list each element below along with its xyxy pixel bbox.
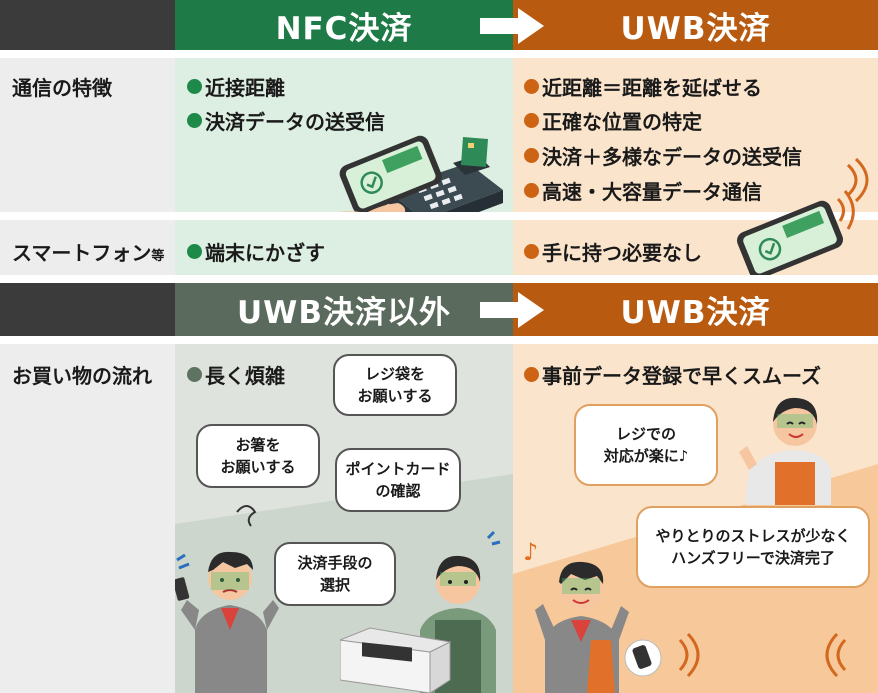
nfc-phone-item: 端末にかざす	[187, 237, 325, 266]
bullet-dot	[187, 113, 202, 128]
svg-text:♪: ♪	[523, 538, 538, 566]
confused-customer-illustration	[175, 505, 279, 693]
header-corner-top	[0, 0, 175, 50]
uwb-wave-icon	[846, 157, 869, 203]
row-comm-label-cell	[0, 58, 175, 212]
bubble-customer-handsfree: やりとりのストレスが少なくハンズフリーで決済完了	[636, 506, 870, 588]
bullet-dot	[524, 79, 539, 94]
arrow-right-icon	[480, 292, 544, 328]
other-shop-item: 長く煩雑	[187, 360, 285, 389]
uwb-wave-icon	[678, 632, 700, 678]
nfc-feature-2: 決済データの送受信	[187, 106, 385, 135]
uwb-wave-icon	[825, 632, 847, 678]
bubble-plastic-bag: レジ袋をお願いする	[333, 354, 457, 416]
bullet-dot	[187, 79, 202, 94]
header-uwb-2-label: UWB決済	[620, 295, 771, 331]
row-separator	[0, 275, 878, 283]
row-comm-uwb-cell	[513, 58, 878, 212]
uwb-shop-item: 事前データ登録で早くスムーズ	[524, 360, 821, 389]
bullet-dot	[187, 244, 202, 259]
row-comm-label: 通信の特徴	[12, 76, 112, 100]
bullet-dot	[524, 113, 539, 128]
uwb-feature-2: 正確な位置の特定	[524, 106, 702, 135]
row-phone-nfc-cell	[175, 220, 513, 275]
happy-clerk-illustration	[739, 397, 831, 505]
header-other: UWB決済以外	[175, 283, 513, 336]
header-uwb-2: UWB決済	[513, 283, 878, 336]
bullet-dot	[524, 148, 539, 163]
uwb-phone-illustration	[736, 190, 855, 275]
uwb-feature-1: 近距離＝距離を延ばせる	[524, 72, 762, 101]
header-nfc-label: NFC決済	[275, 10, 413, 47]
uwb-phone-item: 手に持つ必要なし	[524, 237, 702, 266]
bullet-dot	[524, 367, 539, 382]
row-separator	[0, 212, 878, 220]
header-uwb: UWB決済	[513, 0, 878, 50]
header-corner-mid	[0, 283, 175, 336]
bullet-dot	[524, 244, 539, 259]
uwb-feature-4: 高速・大容量データ通信	[524, 176, 762, 205]
bubble-chopsticks: お箸をお願いする	[196, 424, 320, 488]
header-nfc: NFC決済	[175, 0, 513, 50]
bubble-point-card: ポイントカードの確認	[335, 448, 461, 512]
uwb-feature-3: 決済＋多様なデータの送受信	[524, 141, 802, 170]
row-phone-label-cell	[0, 220, 175, 275]
happy-customer-illustration: ♪	[523, 538, 662, 693]
header-other-label: UWB決済以外	[237, 295, 451, 331]
bubble-payment-method: 決済手段の選択	[274, 542, 396, 606]
row-phone-label: スマートフォン等	[12, 241, 165, 265]
bullet-dot	[187, 367, 202, 382]
bubble-clerk-easy: レジでの対応が楽に♪	[574, 404, 718, 486]
bullet-dot	[524, 183, 539, 198]
nfc-feature-1: 近接距離	[187, 72, 285, 101]
row-shop-label-cell	[0, 344, 175, 693]
row-shop-label: お買い物の流れ	[12, 364, 152, 388]
arrow-right-icon	[480, 8, 544, 44]
header-uwb-label: UWB決済	[620, 10, 771, 47]
clerk-register-illustration	[340, 530, 501, 693]
